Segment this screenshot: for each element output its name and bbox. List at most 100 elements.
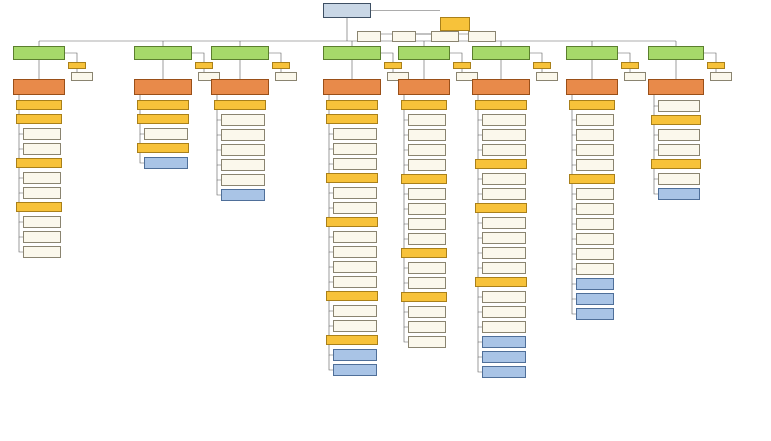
column-5-item-14 xyxy=(401,292,447,302)
column-7-item-12 xyxy=(576,263,614,275)
column-1-item-6 xyxy=(23,172,61,184)
column-6-item-8 xyxy=(475,203,527,213)
connector-division-tag-1 xyxy=(65,52,78,62)
column-7-item-6 xyxy=(569,174,615,184)
top-node-3 xyxy=(392,31,416,42)
connector-division-tag-2 xyxy=(192,52,205,62)
column-4-item-7 xyxy=(333,187,377,199)
column-5-item-11 xyxy=(401,248,447,258)
column-5-item-4 xyxy=(408,144,446,156)
column-1-item-10 xyxy=(23,231,61,243)
division-2 xyxy=(134,46,192,60)
connector-division-tag-5 xyxy=(450,52,463,62)
column-1-item-7 xyxy=(23,187,61,199)
division-6-tag xyxy=(533,62,551,69)
column-5-item-3 xyxy=(408,129,446,141)
column-4-item-12 xyxy=(333,261,377,273)
column-8-item-5 xyxy=(651,159,701,169)
column-6-item-18 xyxy=(482,351,526,363)
column-6-item-11 xyxy=(482,247,526,259)
column-1-item-4 xyxy=(23,143,61,155)
department-7 xyxy=(566,79,618,95)
column-7-item-10 xyxy=(576,233,614,245)
column-6-item-13 xyxy=(475,277,527,287)
column-3-item-2 xyxy=(221,114,265,126)
column-7-item-8 xyxy=(576,203,614,215)
division-1 xyxy=(13,46,65,60)
top-node-1 xyxy=(440,17,470,31)
column-7-item-7 xyxy=(576,188,614,200)
division-3 xyxy=(211,46,269,60)
column-5-item-8 xyxy=(408,203,446,215)
column-4-item-5 xyxy=(333,158,377,170)
column-5-item-12 xyxy=(408,262,446,274)
column-7-item-9 xyxy=(576,218,614,230)
column-5-item-7 xyxy=(408,188,446,200)
column-6-item-2 xyxy=(482,114,526,126)
column-4-item-10 xyxy=(333,231,377,243)
column-1-item-2 xyxy=(16,114,62,124)
column-6-item-7 xyxy=(482,188,526,200)
division-6-tag-child xyxy=(536,72,558,81)
column-5-item-5 xyxy=(408,159,446,171)
connector-division-tag-6 xyxy=(530,52,543,62)
column-4-item-4 xyxy=(333,143,377,155)
column-8-item-2 xyxy=(651,115,701,125)
division-7 xyxy=(566,46,618,60)
column-5-item-9 xyxy=(408,218,446,230)
division-7-tag-child xyxy=(624,72,646,81)
column-6-item-3 xyxy=(482,129,526,141)
column-5-item-1 xyxy=(401,100,447,110)
division-7-tag xyxy=(621,62,639,69)
department-4 xyxy=(323,79,381,95)
division-8-tag-child xyxy=(710,72,732,81)
column-1-item-9 xyxy=(23,216,61,228)
column-5-item-16 xyxy=(408,321,446,333)
division-8-tag xyxy=(707,62,725,69)
column-4-item-19 xyxy=(333,364,377,376)
column-4-item-11 xyxy=(333,246,377,258)
column-8-item-3 xyxy=(658,129,700,141)
column-4-item-18 xyxy=(333,349,377,361)
column-5-item-13 xyxy=(408,277,446,289)
column-5-item-2 xyxy=(408,114,446,126)
column-8-item-6 xyxy=(658,173,700,185)
division-6 xyxy=(472,46,530,60)
department-8 xyxy=(648,79,704,95)
column-2-item-4 xyxy=(137,143,189,153)
column-3-item-3 xyxy=(221,129,265,141)
top-node-5 xyxy=(468,31,496,42)
column-6-item-14 xyxy=(482,291,526,303)
column-3-item-4 xyxy=(221,144,265,156)
column-1-item-8 xyxy=(16,202,62,212)
column-8-item-7 xyxy=(658,188,700,200)
column-6-item-1 xyxy=(475,100,527,110)
connector-division-tag-7 xyxy=(618,52,631,62)
division-1-tag-child xyxy=(71,72,93,81)
column-1-item-3 xyxy=(23,128,61,140)
division-2-tag xyxy=(195,62,213,69)
column-3-item-5 xyxy=(221,159,265,171)
column-8-item-4 xyxy=(658,144,700,156)
column-4-item-13 xyxy=(333,276,377,288)
column-2-item-1 xyxy=(137,100,189,110)
root-node xyxy=(323,3,371,18)
column-5-item-6 xyxy=(401,174,447,184)
column-6-item-17 xyxy=(482,336,526,348)
column-2-item-3 xyxy=(144,128,188,140)
column-7-item-11 xyxy=(576,248,614,260)
column-7-item-13 xyxy=(576,278,614,290)
column-7-item-3 xyxy=(576,129,614,141)
department-6 xyxy=(472,79,530,95)
column-6-item-6 xyxy=(482,173,526,185)
connector-division-tag-3 xyxy=(269,52,282,62)
column-1-item-11 xyxy=(23,246,61,258)
column-4-item-15 xyxy=(333,305,377,317)
column-6-item-10 xyxy=(482,232,526,244)
column-6-item-16 xyxy=(482,321,526,333)
column-5-item-15 xyxy=(408,306,446,318)
column-8-item-1 xyxy=(658,100,700,112)
column-4-item-3 xyxy=(333,128,377,140)
division-8 xyxy=(648,46,704,60)
